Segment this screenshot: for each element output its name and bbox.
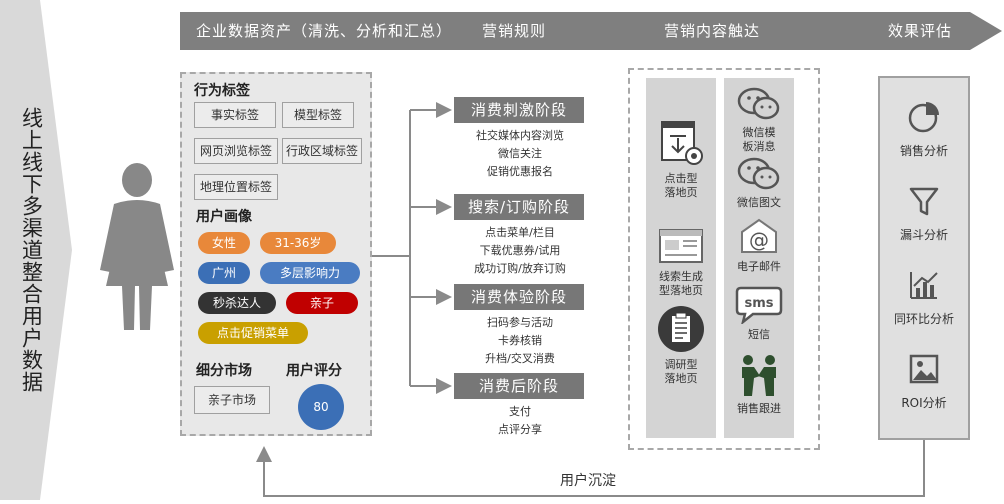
rule-stage-item: 点击菜单/栏目 <box>485 226 555 239</box>
rule-stage-item: 升档/交叉消费 <box>485 352 555 365</box>
rule-stage-items: 扫码参与活动 卡券核销 升档/交叉消费 <box>440 314 600 368</box>
eval-label: 同环比分析 <box>893 312 954 326</box>
eval-label: ROI分析 <box>901 396 947 410</box>
handshake-icon <box>742 355 776 396</box>
behavior-tag[interactable]: 网页浏览标签 <box>194 138 278 164</box>
tag-panel: 行为标签 事实标签 模型标签 网页浏览标签 行政区域标签 地理位置标签 用户画像… <box>180 72 372 436</box>
profile-tag-pill[interactable]: 亲子 <box>286 292 358 314</box>
rule-stage-items: 社交媒体内容浏览 微信关注 促销优惠报名 <box>440 127 600 181</box>
behavior-tags-title: 行为标签 <box>194 83 250 99</box>
person-icon <box>100 163 174 330</box>
channel-item-wechat-article[interactable]: 微信图文 <box>724 156 794 210</box>
channel-label-line: 落地页 <box>664 372 698 385</box>
rule-stage-title[interactable]: 消费后阶段 <box>454 373 584 399</box>
channel-label-line: 型落地页 <box>659 284 703 297</box>
channel-item-click-landing[interactable]: 点击型 落地页 <box>646 118 716 200</box>
email-icon: @ <box>741 218 777 253</box>
channel-label-line: 落地页 <box>664 186 698 199</box>
eval-item-roi[interactable]: ROI分析 <box>880 352 968 411</box>
svg-text:sms: sms <box>744 296 773 311</box>
user-score-circle: 80 <box>298 384 344 430</box>
stage-label-evaluation: 效果评估 <box>888 22 953 40</box>
channel-label-line: 调研型 <box>664 358 698 371</box>
landing-page-gear-icon <box>661 121 703 165</box>
evaluation-panel: 销售分析 漏斗分析 同环比分析 ROI分析 <box>878 76 970 440</box>
rule-stage-item: 下载优惠券/试用 <box>479 244 561 257</box>
profile-tag-pill[interactable]: 秒杀达人 <box>198 292 276 314</box>
channel-label-line: 短信 <box>748 328 770 341</box>
profile-tag-pill[interactable]: 广州 <box>198 262 250 284</box>
rule-stage-item: 扫码参与活动 <box>487 316 553 329</box>
segment-market-value[interactable]: 亲子市场 <box>194 386 270 414</box>
eval-label: 漏斗分析 <box>899 228 948 242</box>
svg-text:@: @ <box>749 228 769 252</box>
channel-label-line: 电子邮件 <box>737 260 781 273</box>
behavior-tag[interactable]: 地理位置标签 <box>194 174 278 200</box>
user-profile-title: 用户画像 <box>196 209 252 225</box>
behavior-tag[interactable]: 事实标签 <box>194 102 276 128</box>
rule-stage-item: 卡券核销 <box>498 334 542 347</box>
channel-item-sales-followup[interactable]: 销售跟进 <box>724 352 794 416</box>
user-score-title: 用户评分 <box>286 363 342 379</box>
channel-label-line: 线索生成 <box>659 270 703 283</box>
feedback-loop-label: 用户沉淀 <box>560 473 616 489</box>
profile-tag-pill[interactable]: 点击促销菜单 <box>198 322 308 344</box>
rule-stage-item: 点评分享 <box>498 423 542 436</box>
channel-item-sms[interactable]: sms 短信 <box>724 284 794 342</box>
pie-chart-icon <box>908 102 939 133</box>
trend-chart-icon <box>910 272 938 299</box>
rule-stage-item: 促销优惠报名 <box>487 165 553 178</box>
stage-label-marketing-rules: 营销规则 <box>482 22 547 40</box>
rule-stage-item: 社交媒体内容浏览 <box>476 129 564 142</box>
segment-market-title: 细分市场 <box>196 363 252 379</box>
wechat-icon <box>737 87 780 120</box>
eval-item-funnel[interactable]: 漏斗分析 <box>880 184 968 243</box>
profile-tag-pill[interactable]: 女性 <box>198 232 250 254</box>
channel-item-survey-landing[interactable]: 调研型 落地页 <box>646 304 716 386</box>
channel-item-email[interactable]: @ 电子邮件 <box>724 216 794 274</box>
profile-tag-pill[interactable]: 31-36岁 <box>260 232 336 254</box>
top-stage-arrow <box>180 12 1002 50</box>
stage-label-content-reach: 营销内容触达 <box>664 22 761 40</box>
rule-stage-item: 支付 <box>509 405 531 418</box>
eval-item-yoy[interactable]: 同环比分析 <box>880 268 968 327</box>
channel-label-line: 点击型 <box>664 172 698 185</box>
survey-clipboard-icon <box>658 306 704 352</box>
channel-label-line: 板消息 <box>742 140 776 153</box>
channel-item-lead-landing[interactable]: 线索生成 型落地页 <box>646 226 716 298</box>
eval-label: 销售分析 <box>899 144 948 158</box>
rule-stage-title[interactable]: 搜索/订购阶段 <box>454 194 584 220</box>
rule-stage-item: 微信关注 <box>498 147 542 160</box>
rule-stage-title[interactable]: 消费体验阶段 <box>454 284 584 310</box>
left-banner-shape <box>0 0 72 500</box>
left-banner: 线上线下多渠道整合用户数据 <box>0 0 72 500</box>
profile-tag-pill[interactable]: 多层影响力 <box>260 262 360 284</box>
messaging-column <box>724 78 794 438</box>
eval-item-sales[interactable]: 销售分析 <box>880 100 968 159</box>
channel-label-line: 微信图文 <box>737 196 781 209</box>
rule-stage-title[interactable]: 消费刺激阶段 <box>454 97 584 123</box>
lead-form-page-icon <box>659 229 703 263</box>
wechat-icon <box>737 157 780 190</box>
rule-stage-items: 点击菜单/栏目 下载优惠券/试用 成功订购/放弃订购 <box>440 224 600 278</box>
stage-label-data-assets: 企业数据资产（清洗、分析和汇总） <box>196 22 453 40</box>
funnel-icon <box>909 187 939 216</box>
rule-stage-item: 成功订购/放弃订购 <box>474 262 566 275</box>
image-report-icon <box>909 354 939 384</box>
channel-label-line: 销售跟进 <box>737 402 781 415</box>
behavior-tag[interactable]: 行政区域标签 <box>282 138 362 164</box>
behavior-tag[interactable]: 模型标签 <box>282 102 354 128</box>
rule-stage-items: 支付 点评分享 <box>440 403 600 439</box>
channel-item-wechat-template[interactable]: 微信模 板消息 <box>724 86 794 154</box>
sms-icon: sms <box>735 286 783 326</box>
channel-label-line: 微信模 <box>742 126 776 139</box>
